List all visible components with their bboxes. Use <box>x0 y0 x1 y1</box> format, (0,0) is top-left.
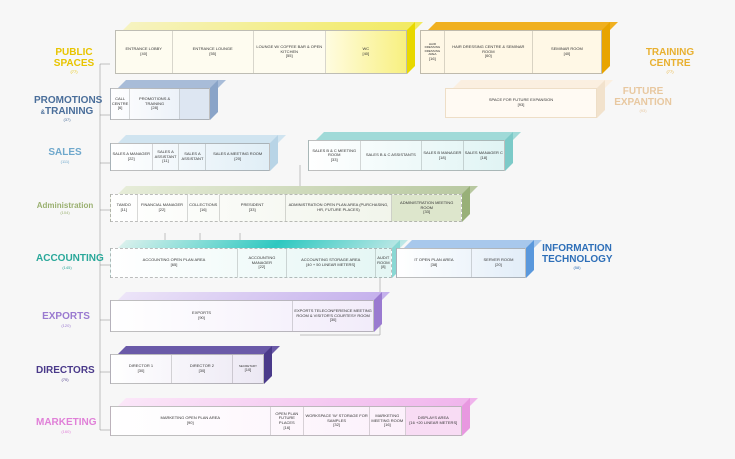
room-accounting-storage: ACCOUNTING STORAGE AREA[40 + 50 LINEAR M… <box>287 249 376 277</box>
room-marketing-open-plan: MARKETING OPEN PLAN AREA[90] <box>111 407 271 435</box>
room-accounting-manager: ACCOUNTING MANAGER[22] <box>238 249 287 277</box>
dept-marketing: MARKETING(160) <box>36 417 97 434</box>
room-it-open-plan: IT OPEN PLAN AREA[38] <box>397 249 472 277</box>
room-collections: COLLECTIONS[16] <box>188 195 220 221</box>
dept-public-spaces: PUBLIC SPACES(77) <box>53 47 95 74</box>
accounting-block: ACCOUNTING OPEN PLAN AREA[65] ACCOUNTING… <box>110 240 408 278</box>
dept-directors: DIRECTORS(70) <box>36 365 95 382</box>
marketing-block: MARKETING OPEN PLAN AREA[90] OPEN PLAN F… <box>110 398 478 436</box>
room-promotions-training: PROMOTIONS & TRAINING[28] <box>130 89 180 119</box>
room-sales-bc-assistants: SALES B & C ASSISTANTS <box>361 141 423 170</box>
room-displays-area: DISPLAYS AREA[16 +20 LINEAR METERS] <box>405 407 461 435</box>
room-entrance-lobby: ENTRANCE LOBBY[40] <box>116 31 173 73</box>
room-sales-a-assistant-1: SALES A ASSISTANT[11] <box>153 144 180 170</box>
room-sales-c-manager: SALES MANAGER C[18] <box>464 149 503 160</box>
room-promotions-extra <box>180 89 209 119</box>
room-marketing-meeting: MARKETING MEETING ROOM[16] <box>370 407 406 435</box>
room-entrance-lounge: ENTRANCE LOUNGE[55] <box>173 31 254 73</box>
room-hair-dressing-centre: HAIR DRESSING CENTRE & SEMINAR ROOM[60] <box>445 31 533 73</box>
room-exports: EXPORTS[90] <box>111 301 294 331</box>
room-wc: WC[40] <box>325 31 406 73</box>
room-workspace-samples: WORKSPACE 'W' STORAGE FOR SAMPLES[32] <box>304 407 371 435</box>
sales-a-block: SALES A MANAGER[22] SALES A ASSISTANT[11… <box>110 135 286 171</box>
room-secretary: SECRETARY[10] <box>238 363 257 373</box>
training-centre-block: HAIR DRESSING DRESSING AREA[16] HAIR DRE… <box>420 22 618 74</box>
administration-block: TAMDO[11] FINANCIAL MANAGER[22] COLLECTI… <box>110 186 478 222</box>
sales-bc-block: SALES B & C MEETING ROOM[33] SALES B & C… <box>308 132 521 171</box>
exports-block: EXPORTS[90] EXPORTS TELECONFERENCE MEETI… <box>110 292 390 332</box>
dept-promotions: PROMOTIONS&TRAINING(37) <box>34 95 103 122</box>
room-hair-dressing-area: HAIR DRESSING DRESSING AREA[16] <box>421 31 445 73</box>
room-server-room: SERVER ROOM[20] <box>483 257 514 267</box>
room-accounting-open-plan: ACCOUNTING OPEN PLAN AREA[65] <box>111 249 238 277</box>
room-lounge-coffee-bar: LOUNGE W/ COFFEE BAR & OPEN KITCHEN[55] <box>254 31 326 73</box>
dept-exports: EXPORTS(120) <box>42 311 90 328</box>
it-block: IT OPEN PLAN AREA[38] SERVER ROOM[20] <box>396 240 542 278</box>
room-sales-b-manager: SALES B MANAGER[18] <box>422 141 464 170</box>
room-sales-a-meeting: SALES A MEETING ROOM[20] <box>213 151 263 161</box>
room-sales-bc-meeting: SALES B & C MEETING ROOM[33] <box>309 141 361 170</box>
room-financial-manager: FINANCIAL MANAGER[22] <box>138 195 188 221</box>
room-tamdo: TAMDO[11] <box>111 195 138 221</box>
room-call-centre: CALL CENTRE[6] <box>111 89 131 119</box>
room-director-2: DIRECTOR 2[30] <box>172 355 233 383</box>
room-president: PRESIDENT[33] <box>220 195 286 221</box>
dept-sales: SALES(111) <box>48 147 82 164</box>
dept-accounting: ACCOUNTING(145) <box>36 253 104 270</box>
directors-block: DIRECTOR 1[30] DIRECTOR 2[30] SECRETARY[… <box>110 346 280 384</box>
public-spaces-block: ENTRANCE LOBBY[40] ENTRANCE LOUNGE[55] L… <box>115 22 423 74</box>
room-future-expansion: SPACE FOR FUTURE EXPANSION[93] <box>488 97 554 107</box>
room-exports-meeting: EXPORTS TELECONFERENCE MEETING ROOM & VI… <box>294 308 372 323</box>
promotions-block: CALL CENTRE[6] PROMOTIONS & TRAINING[28] <box>110 80 226 120</box>
room-open-plan-future: OPEN PLAN FUTURE PLACES[16] <box>271 407 305 435</box>
dept-administration: Administration(104) <box>36 201 94 216</box>
room-admin-open-plan: ADMINISTRATION OPEN PLAN AREA (PURCHASIN… <box>286 195 393 221</box>
room-director-1: DIRECTOR 1[30] <box>111 355 172 383</box>
room-admin-meeting: ADMINISTRATION MEETING ROOM[33] <box>392 195 461 221</box>
room-sales-a-assistant-2: SALES A ASSISTANT <box>179 144 207 170</box>
dept-training-centre: TRAINING CENTRE(77) <box>645 47 695 74</box>
room-audit-room: AUDIT ROOM[8] <box>377 255 390 270</box>
room-sales-a-manager: SALES A MANAGER[22] <box>111 144 153 170</box>
future-expansion-block: SPACE FOR FUTURE EXPANSION[93] <box>445 80 613 118</box>
room-seminar-room: SEMINAR ROOM[40] <box>551 46 583 56</box>
